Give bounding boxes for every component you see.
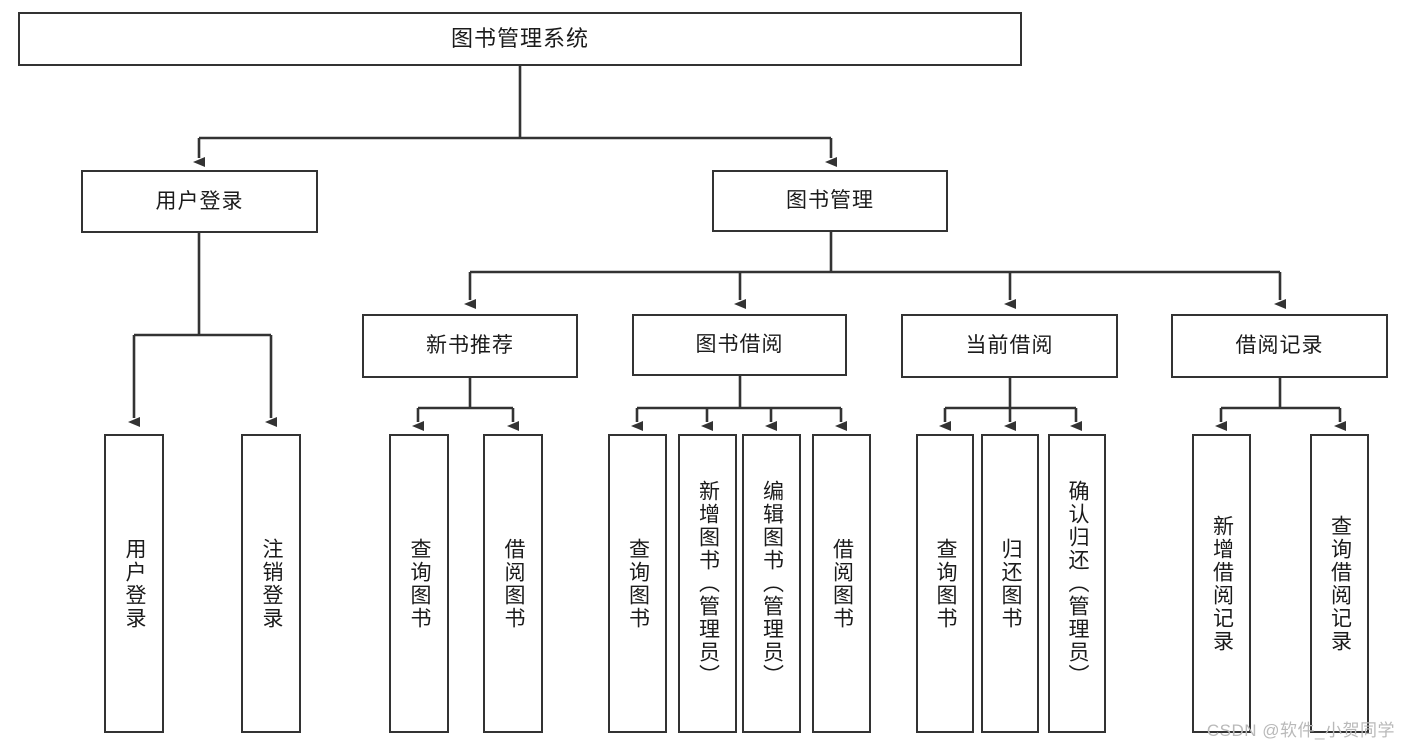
leaf-records-query-record[interactable]: 查询借阅记录: [1310, 434, 1369, 733]
leaf-borrow-add-book-admin[interactable]: 新增图书（管理员）: [678, 434, 737, 733]
node-current-borrow[interactable]: 当前借阅: [901, 314, 1118, 378]
leaf-borrow-query-book[interactable]: 查询图书: [608, 434, 667, 733]
node-label: 查询图书: [408, 537, 432, 630]
leaf-user-login-login[interactable]: 用户登录: [104, 434, 164, 733]
node-label: 新增借阅记录: [1210, 514, 1234, 653]
node-label: 注销登录: [260, 537, 284, 630]
node-label: 新增图书（管理员）: [696, 480, 720, 687]
node-label: 借阅图书: [502, 537, 526, 630]
node-root-system[interactable]: 图书管理系统: [18, 12, 1022, 66]
leaf-user-login-logout[interactable]: 注销登录: [241, 434, 301, 733]
leaf-borrow-borrow-book[interactable]: 借阅图书: [812, 434, 871, 733]
node-label: 借阅记录: [1235, 334, 1324, 358]
node-label: 编辑图书（管理员）: [760, 480, 784, 687]
node-label: 借阅图书: [830, 537, 854, 630]
leaf-current-confirm-return-admin[interactable]: 确认归还（管理员）: [1048, 434, 1106, 733]
node-label: 确认归还（管理员）: [1066, 480, 1090, 687]
node-book-borrow[interactable]: 图书借阅: [632, 314, 847, 376]
node-label: 图书借阅: [695, 333, 784, 357]
node-label: 用户登录: [123, 537, 147, 630]
leaf-current-query-book[interactable]: 查询图书: [916, 434, 974, 733]
leaf-new-book-borrow[interactable]: 借阅图书: [483, 434, 543, 733]
node-label: 归还图书: [999, 537, 1023, 630]
node-label: 图书管理系统: [450, 25, 589, 51]
watermark: CSDN @软件_小贺同学: [1206, 721, 1395, 740]
node-book-management[interactable]: 图书管理: [712, 170, 948, 232]
node-new-book-recommend[interactable]: 新书推荐: [362, 314, 578, 378]
leaf-borrow-edit-book-admin[interactable]: 编辑图书（管理员）: [742, 434, 801, 733]
node-user-login[interactable]: 用户登录: [81, 170, 318, 233]
node-label: 查询图书: [934, 537, 958, 630]
node-label: 当前借阅: [965, 334, 1054, 358]
node-label: 查询图书: [626, 537, 650, 630]
node-label: 用户登录: [155, 189, 244, 213]
node-label: 查询借阅记录: [1328, 514, 1352, 653]
node-borrow-records[interactable]: 借阅记录: [1171, 314, 1388, 378]
leaf-current-return-book[interactable]: 归还图书: [981, 434, 1039, 733]
node-label: 新书推荐: [426, 334, 514, 358]
node-label: 图书管理: [786, 189, 874, 213]
leaf-new-book-query[interactable]: 查询图书: [389, 434, 449, 733]
leaf-records-add-record[interactable]: 新增借阅记录: [1192, 434, 1251, 733]
